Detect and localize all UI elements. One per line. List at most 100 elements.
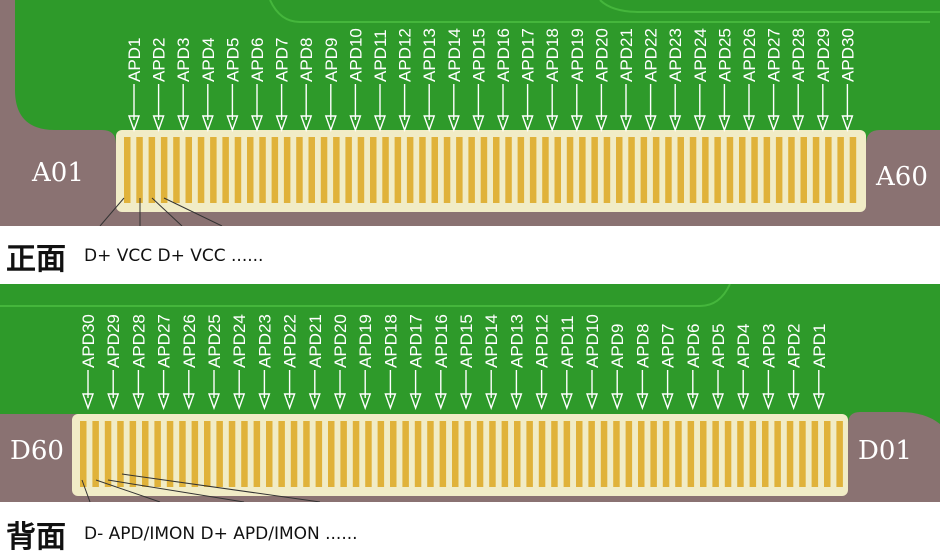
front-gold-pad (247, 137, 254, 203)
back-pcb-trace (0, 284, 731, 307)
front-gold-pad (849, 137, 857, 203)
back-apd-signal: APD18 (381, 314, 400, 411)
front-apd-label: APD23 (666, 28, 685, 82)
back-gold-pad (464, 421, 471, 487)
back-gold-pad (551, 421, 558, 487)
back-apd-signal: APD19 (356, 314, 375, 411)
front-pin-note: D+ VCC D+ VCC ...... (84, 246, 264, 266)
front-caption-title: 正面 (6, 242, 66, 277)
back-gold-pad (365, 421, 372, 487)
front-gold-pad (640, 137, 648, 203)
back-gold-pad (315, 421, 323, 487)
front-gold-pad (702, 137, 709, 203)
front-apd-label: APD7 (273, 38, 292, 82)
back-gold-pad (377, 421, 385, 487)
front-arrow-head (324, 115, 337, 133)
back-gold-pad (724, 421, 732, 487)
back-gold-pad (489, 421, 496, 487)
front-apd-signal: APD30 (838, 28, 857, 133)
back-gold-pad (104, 421, 112, 487)
front-gold-pad (689, 137, 697, 203)
front-apd-signal: APD20 (592, 28, 611, 133)
front-gold-pad (480, 137, 488, 203)
back-gold-pad (439, 421, 447, 487)
back-arrow-head (434, 393, 447, 411)
front-apd-signal: APD8 (297, 38, 316, 133)
front-arrow-head (251, 115, 263, 133)
front-apd-signal: APD12 (396, 28, 415, 133)
front-gold-pad (505, 137, 512, 203)
back-arrow-head (308, 393, 321, 411)
back-apd-signal: APD2 (785, 324, 804, 411)
front-apd-signal: APD16 (494, 28, 513, 133)
back-gold-pad (786, 421, 794, 487)
back-apd-label: APD15 (457, 314, 476, 368)
back-gold-pad (675, 421, 682, 487)
front-apd-signal: APD11 (371, 29, 390, 133)
back-gold-pad (600, 421, 608, 487)
front-apd-label: APD3 (174, 38, 193, 82)
front-apd-label: APD24 (691, 28, 710, 82)
back-apd-signal: APD12 (533, 314, 552, 411)
front-arrow-head (152, 115, 165, 133)
front-arrow-head (300, 115, 313, 133)
front-apd-label: APD13 (420, 28, 439, 82)
front-apd-signal: APD10 (346, 28, 365, 133)
back-apd-signal: APD28 (129, 314, 148, 411)
back-gold-pad (687, 421, 695, 487)
front-gold-pad (616, 137, 623, 203)
back-apd-signal: APD29 (104, 314, 123, 411)
front-arrow-head (398, 115, 411, 133)
front-arrow-head (275, 115, 288, 133)
back-apd-signal: APD1 (810, 324, 829, 411)
front-gold-pad (837, 137, 844, 203)
back-pcb-board (0, 284, 940, 426)
back-apd-signal: APD9 (608, 324, 627, 411)
back-gold-pad (228, 421, 236, 487)
front-apd-label: APD27 (765, 28, 784, 82)
front-apd-label: APD18 (543, 28, 562, 82)
back-apd-label: APD1 (810, 324, 829, 368)
back-arrow-head (485, 393, 498, 411)
back-gold-pad (762, 421, 769, 487)
front-arrow-head (546, 115, 559, 133)
back-apd-label: APD9 (608, 324, 627, 368)
back-apd-signal: APD30 (79, 314, 98, 411)
back-apd-label: APD16 (432, 314, 451, 368)
back-gold-pad (402, 421, 409, 487)
front-apd-label: APD5 (223, 38, 242, 82)
back-apd-label: APD28 (129, 314, 148, 368)
back-apd-label: APD3 (759, 324, 778, 368)
back-apd-label: APD2 (785, 324, 804, 368)
back-apd-signal: APD6 (684, 324, 703, 411)
front-apd-label: APD29 (814, 28, 833, 82)
front-gold-pad (308, 137, 315, 203)
back-apd-signal: APD25 (205, 314, 224, 411)
front-apd-label: APD17 (519, 28, 538, 82)
front-gold-pad (726, 137, 734, 203)
front-apd-label: APD20 (592, 28, 611, 82)
front-gold-pad (148, 137, 156, 203)
front-gold-pad (222, 137, 229, 203)
front-apd-signal: APD7 (273, 38, 292, 133)
front-gold-pad (406, 137, 414, 203)
back-apd-label: APD13 (507, 314, 526, 368)
front-gold-pad (234, 137, 242, 203)
front-arrow-head (620, 115, 632, 133)
back-apd-label: APD25 (205, 314, 224, 368)
front-apd-label: APD26 (740, 28, 759, 82)
front-gold-pad (812, 137, 820, 203)
back-gold-pad (328, 421, 335, 487)
front-gold-pad (763, 137, 771, 203)
front-gold-pad (775, 137, 783, 203)
front-gold-pad (554, 137, 561, 203)
front-gold-pad (468, 137, 475, 203)
back-arrow-head (460, 393, 472, 411)
front-apd-signal: APD27 (765, 28, 784, 133)
back-gold-pad (340, 421, 347, 487)
front-gold-pad (665, 137, 672, 203)
front-apd-label: APD11 (371, 29, 390, 82)
back-arrow-head (182, 393, 195, 411)
front-gold-pad (185, 137, 192, 203)
front-arrow-head (669, 115, 682, 133)
